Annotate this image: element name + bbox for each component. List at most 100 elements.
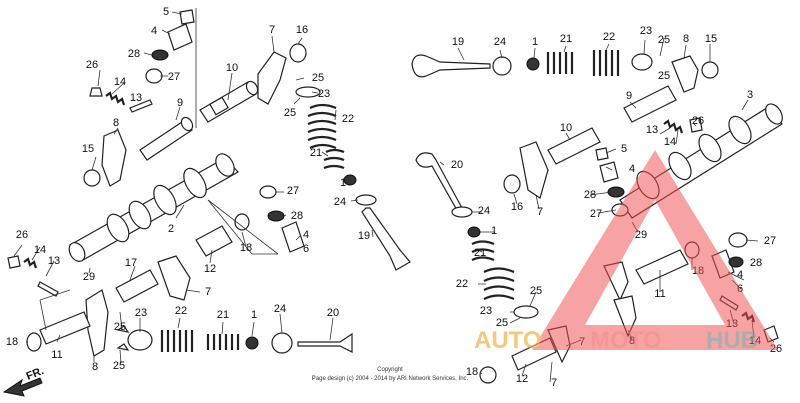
callout-c7: 13: [130, 92, 142, 104]
rocker-arm-7-right: [519, 141, 549, 199]
callout-d12: 3: [747, 89, 753, 101]
callout-c30: 7: [205, 286, 211, 298]
bracket-lines-left: [39, 8, 279, 331]
pin-13-left: [129, 99, 153, 113]
plug-16-right: [503, 174, 521, 194]
callout-c42: 21: [217, 309, 229, 321]
callout-d2: 24: [494, 36, 506, 48]
callout-d11: 9: [626, 90, 632, 102]
valve-spring-22-right: [592, 50, 620, 76]
watermark-triangle-logo: [532, 150, 778, 350]
lifter-4-mid: [281, 221, 305, 253]
callout-c4: 27: [168, 71, 180, 83]
valve-spring-22-mid-right: [483, 267, 515, 301]
callout-d19: 20: [451, 159, 463, 171]
callout-c24: 28: [291, 210, 303, 222]
callout-c40: 25: [113, 360, 125, 372]
seat-24-right: [492, 56, 512, 76]
leader-lines-left: [13, 11, 374, 364]
rocker-arm-8-left: [101, 129, 127, 187]
callout-c44: 24: [274, 303, 286, 315]
callout-d8: 25: [658, 70, 670, 82]
callout-c10: 15: [82, 143, 94, 155]
plug-16-left: [289, 43, 307, 63]
callout-c8: 9: [177, 97, 183, 109]
seat-24-left: [355, 194, 377, 206]
callout-d16: 10: [560, 122, 572, 134]
callout-c43: 1: [251, 309, 257, 321]
callout-d29: 27: [764, 235, 776, 247]
callout-c41: 22: [175, 305, 187, 317]
callout-d24: 29: [635, 229, 647, 241]
callout-c13: 16: [296, 24, 308, 36]
valve-19-left: [361, 207, 411, 271]
plug-18-left: [234, 213, 250, 231]
callout-c12: 7: [269, 24, 275, 36]
lifter-4-right: [599, 161, 619, 183]
spring-14-left: [105, 91, 126, 106]
plug-18-bottom-right: [479, 366, 497, 384]
callout-c26: 6: [303, 243, 309, 255]
callout-d22: 28: [584, 189, 596, 201]
valve-spring-21-left: [323, 148, 345, 170]
seat-24-bottom: [271, 332, 293, 354]
plug-15-right: [701, 61, 719, 79]
callout-c23: 27: [287, 185, 299, 197]
seal-28-top: [151, 49, 169, 61]
callout-c32: 26: [16, 229, 28, 241]
callout-d28: 22: [456, 278, 468, 290]
callout-d4: 21: [560, 33, 572, 45]
callout-c16: 25: [284, 107, 296, 119]
callout-d6: 23: [640, 25, 652, 37]
cap-27-top: [145, 68, 163, 84]
watermark-hub-text: HUB: [706, 327, 758, 354]
valve-spring-22-bottom: [160, 330, 194, 352]
callout-d44: 12: [516, 373, 528, 385]
callout-c27: 18: [240, 242, 252, 254]
copyright-line-2: Page design (c) 2004 - 2014 by ARI Netwo…: [312, 376, 469, 382]
callout-d14: 14: [664, 136, 676, 148]
callout-d20: 16: [511, 201, 523, 213]
rocker-arm-7-mid-left: [157, 255, 191, 301]
front-direction-label: FR.: [25, 365, 46, 383]
cap-27-far-right: [728, 232, 748, 248]
bolt-26-low-left: [7, 255, 21, 269]
callout-c15: 23: [318, 88, 330, 100]
callout-c2: 4: [151, 25, 157, 37]
valve-19-right: [411, 54, 491, 78]
seal-28-far-right: [728, 256, 744, 268]
rocker-arm-8-top-right: [671, 55, 699, 93]
seal-1-left: [343, 174, 357, 186]
seal-1-right: [526, 57, 540, 71]
callout-d36: 25: [530, 285, 542, 297]
valve-20-bottom-left: [297, 332, 353, 353]
callout-c3: 28: [128, 48, 140, 60]
watermark-moto-text: MOTO: [590, 327, 662, 354]
callout-c31: 29: [83, 271, 95, 283]
callout-d9: 8: [683, 33, 689, 45]
callout-c28: 12: [204, 263, 216, 275]
rocker-shaft-10-right: [547, 127, 601, 165]
callout-d15: 26: [692, 115, 704, 127]
rocker-shaft-12-left: [195, 225, 233, 257]
callout-c45: 20: [327, 307, 339, 319]
callout-d18: 4: [629, 163, 635, 175]
callout-d13: 13: [646, 124, 658, 136]
callout-c29: 17: [125, 257, 137, 269]
callout-c37: 8: [92, 361, 98, 373]
callout-c21: 19: [358, 230, 370, 242]
bolt-26-right: [689, 117, 703, 133]
callout-c38: 23: [135, 307, 147, 319]
spring-14-low-left: [23, 257, 38, 269]
callout-d17: 5: [621, 143, 627, 155]
pin-13-low-left: [37, 281, 59, 297]
callout-c34: 13: [48, 255, 60, 267]
seat-24-mid-right: [451, 206, 473, 218]
plug-18-low-left: [26, 332, 42, 352]
callout-d7: 25: [658, 34, 670, 46]
retainer-23-right: [631, 53, 653, 71]
callout-d23: 27: [590, 208, 602, 220]
callout-d21: 7: [537, 206, 543, 218]
